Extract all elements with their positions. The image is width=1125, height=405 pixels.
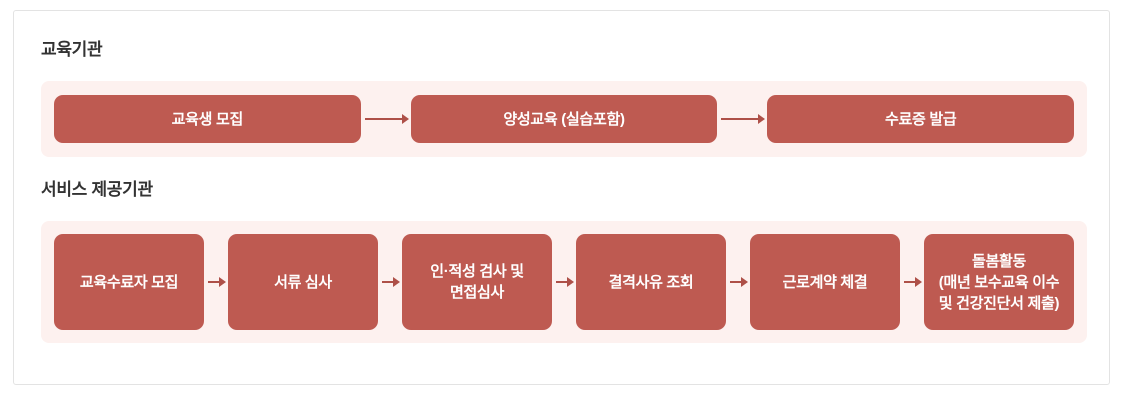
step-trainee-recruitment: 교육생 모집 (54, 95, 361, 143)
arrow-right-icon (361, 114, 411, 124)
step-employment-contract: 근로계약 체결 (750, 234, 900, 330)
section-title-education-institution: 교육기관 (41, 40, 103, 59)
step-training-course: 양성교육 (실습포함) (410, 95, 718, 143)
step-disqualification-check: 결격사유 조회 (576, 234, 726, 330)
section-title-service-provider: 서비스 제공기관 (41, 180, 153, 199)
step-care-activity: 돌봄활동 (매년 보수교육 이수 및 건강진단서 제출) (924, 234, 1074, 330)
step-document-screening: 서류 심사 (228, 234, 378, 330)
arrow-right-icon (552, 277, 576, 287)
service-flow-panel: 교육수료자 모집 서류 심사 인·적성 검사 및 면접심사 결격사유 조회 근로… (41, 221, 1087, 343)
arrow-right-icon (717, 114, 767, 124)
step-graduate-recruitment: 교육수료자 모집 (54, 234, 204, 330)
step-aptitude-test-interview: 인·적성 검사 및 면접심사 (402, 234, 552, 330)
step-certificate-issuance: 수료증 발급 (767, 95, 1075, 143)
arrow-right-icon (204, 277, 228, 287)
arrow-right-icon (900, 277, 924, 287)
process-card: 교육기관 교육생 모집 양성교육 (실습포함) 수료증 발급 서비스 제공기관 … (13, 10, 1110, 385)
arrow-right-icon (378, 277, 402, 287)
education-flow-panel: 교육생 모집 양성교육 (실습포함) 수료증 발급 (41, 81, 1087, 157)
arrow-right-icon (726, 277, 750, 287)
